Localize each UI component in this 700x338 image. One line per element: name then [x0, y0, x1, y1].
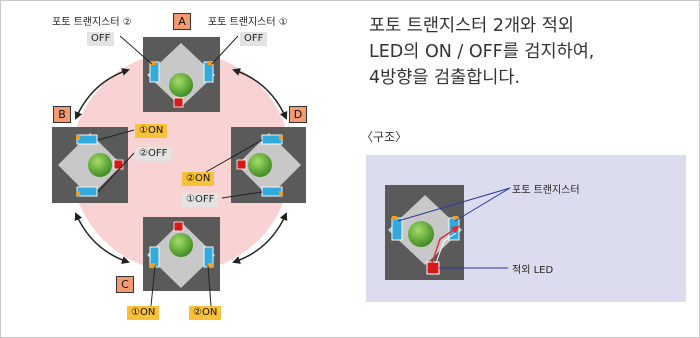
sensor1-caption: 포토 트랜지스터 ① — [208, 17, 288, 28]
leader-b-on — [97, 129, 135, 141]
leader-c-left — [150, 265, 156, 307]
d-off-tag: ①OFF — [182, 193, 219, 207]
a-right-state: OFF — [240, 32, 268, 46]
sensor2-caption: 포토 트랜지스터 ② — [52, 17, 132, 28]
module-c — [143, 217, 220, 291]
d-on-tag: ②ON — [182, 172, 215, 186]
description-line-2: LED의 ON / OFF를 검지하여, — [369, 42, 595, 62]
c-left-tag: ①ON — [127, 306, 160, 320]
label-b: B — [53, 106, 71, 123]
phototransistor-label: 포토 트랜지스터 — [512, 185, 580, 196]
label-c: C — [116, 276, 134, 293]
leader-b-off — [97, 152, 135, 193]
module-a — [143, 37, 220, 112]
leader-d-on — [205, 139, 263, 173]
pointer-line-1 — [397, 187, 511, 222]
arrow-b-c — [74, 212, 130, 264]
leader-a-left — [119, 35, 153, 65]
b-on-tag: ①ON — [135, 124, 168, 138]
structure-heading: 〈구조〉 — [361, 130, 408, 144]
a-left-state: OFF — [87, 32, 115, 46]
module-d — [231, 127, 306, 203]
arrow-a-b — [74, 68, 130, 120]
structure-panel — [360, 155, 686, 302]
module-b — [52, 127, 128, 203]
ir-led-label: 적외 LED — [512, 265, 554, 276]
leader-d-off — [221, 191, 263, 199]
b-off-tag: ②OFF — [135, 147, 172, 161]
arrow-a-d — [232, 68, 288, 120]
structure-module — [385, 185, 464, 280]
label-d: D — [289, 106, 307, 123]
description: 포토 트랜지스터 2개와 적외 LED의 ON / OFF를 검지하여, 4방향… — [369, 13, 594, 91]
leader-a-right — [211, 35, 239, 65]
c-right-tag: ②ON — [189, 306, 222, 320]
leader-c-right — [207, 265, 212, 307]
rotation-diagram — [52, 35, 306, 307]
description-line-3: 4방향을 검출합니다. — [369, 68, 521, 88]
description-line-1: 포토 트랜지스터 2개와 적외 — [369, 16, 574, 36]
label-a: A — [173, 13, 191, 30]
pointer-line-2 — [454, 187, 511, 222]
arrow-d-c — [232, 212, 288, 264]
